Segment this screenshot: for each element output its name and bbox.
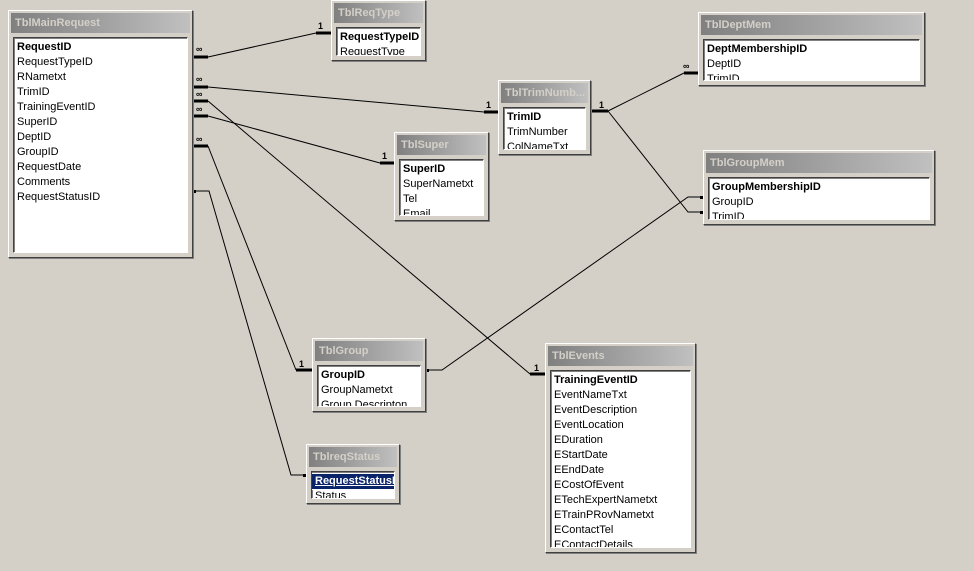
field-item[interactable]: RequestType (340, 46, 405, 56)
field-item[interactable]: TrimID (707, 73, 740, 81)
table-title[interactable]: TblEvents (548, 346, 693, 366)
field-item[interactable]: RequestStatusID (17, 191, 101, 203)
table-title[interactable]: TblDeptMem (701, 15, 922, 35)
field-item[interactable]: SuperNametxt (403, 178, 474, 190)
field-item[interactable]: GroupID (17, 146, 59, 158)
field-item[interactable]: Group Descripton (321, 399, 408, 407)
field-list[interactable]: GroupMembershipID GroupID TrimID (708, 177, 930, 220)
rel-reqstatus (193, 190, 306, 476)
field-item[interactable]: EStartDate (554, 449, 608, 461)
table-title[interactable]: TblreqStatus (309, 447, 397, 467)
many-label: ∞ (196, 44, 203, 54)
rel-events (207, 100, 531, 375)
many-label: ∞ (196, 104, 203, 114)
table-title[interactable]: TblSuper (397, 135, 486, 155)
table-title[interactable]: TblTrimNumb... (501, 83, 588, 103)
rel-trim (207, 86, 485, 113)
one-label: 1 (299, 359, 305, 369)
one-label: 1 (486, 100, 492, 110)
field-item[interactable]: EContactDetails (554, 539, 633, 548)
many-label: ∞ (196, 134, 203, 144)
primary-key-field[interactable]: RequestStatusID (312, 473, 394, 490)
field-item[interactable]: RequestTypeID (17, 56, 93, 68)
field-item[interactable]: RNametxt (17, 71, 66, 83)
field-item[interactable]: ETrainPRovNametxt (554, 509, 654, 521)
rel-groupmem-trim (607, 110, 703, 213)
table-title[interactable]: TblReqType (334, 3, 423, 23)
table-title[interactable]: TblMainRequest (11, 13, 190, 33)
primary-key-field[interactable]: TrainingEventID (554, 374, 638, 386)
primary-key-field[interactable]: RequestTypeID (340, 31, 420, 43)
rel-deptmem (607, 72, 685, 112)
field-item[interactable]: TrainingEventID (17, 101, 96, 113)
field-item[interactable]: GroupID (712, 196, 754, 208)
many-label: ∞ (683, 61, 690, 71)
primary-key-field[interactable]: TrimID (507, 111, 542, 123)
many-label: ∞ (196, 89, 203, 99)
field-item[interactable]: ColNameTxt (507, 141, 569, 150)
primary-key-field[interactable]: SuperID (403, 163, 446, 175)
one-label: 1 (599, 100, 605, 110)
primary-key-field[interactable]: DeptMembershipID (707, 43, 808, 55)
field-item[interactable]: EventNameTxt (554, 389, 627, 401)
many-label: ∞ (196, 74, 203, 84)
field-item[interactable]: ECostOfEvent (554, 479, 624, 491)
rel-super (207, 115, 381, 164)
field-item[interactable]: EEndDate (554, 464, 605, 476)
field-item[interactable]: Status (315, 490, 347, 499)
field-item[interactable]: DeptID (17, 131, 52, 143)
field-item[interactable]: RequestDate (17, 161, 82, 173)
one-label: 1 (382, 151, 388, 161)
field-list[interactable]: RequestTypeID RequestType (336, 27, 421, 56)
field-item[interactable]: GroupNametxt (321, 384, 393, 396)
field-item[interactable]: ETechExpertNametxt (554, 494, 658, 506)
field-item[interactable]: EDuration (554, 434, 603, 446)
primary-key-field[interactable]: GroupID (321, 369, 365, 381)
field-item[interactable]: Comments (17, 176, 71, 188)
field-item[interactable]: EventDescription (554, 404, 638, 416)
rel-groupmem-group (426, 196, 703, 371)
primary-key-field[interactable]: RequestID (17, 41, 72, 53)
rel-group (207, 145, 297, 371)
primary-key-field[interactable]: GroupMembershipID (712, 181, 821, 193)
rel-reqtype (207, 32, 317, 58)
one-label: 1 (318, 21, 324, 31)
table-title[interactable]: TblGroup (315, 341, 423, 361)
field-item[interactable]: TrimNumber (507, 126, 568, 138)
field-item[interactable]: SuperID (17, 116, 58, 128)
field-item[interactable]: EventLocation (554, 419, 624, 431)
field-item[interactable]: EContactTel (554, 524, 614, 536)
field-item[interactable]: Tel (403, 193, 418, 205)
field-item[interactable]: TrimID (17, 86, 50, 98)
one-label: 1 (534, 363, 540, 373)
field-item[interactable]: Email (403, 208, 431, 216)
field-list[interactable]: DeptMembershipID DeptID TrimID (703, 39, 920, 81)
field-item[interactable]: TrimID (712, 211, 745, 220)
field-item[interactable]: DeptID (707, 58, 742, 70)
table-title[interactable]: TblGroupMem (706, 153, 932, 173)
